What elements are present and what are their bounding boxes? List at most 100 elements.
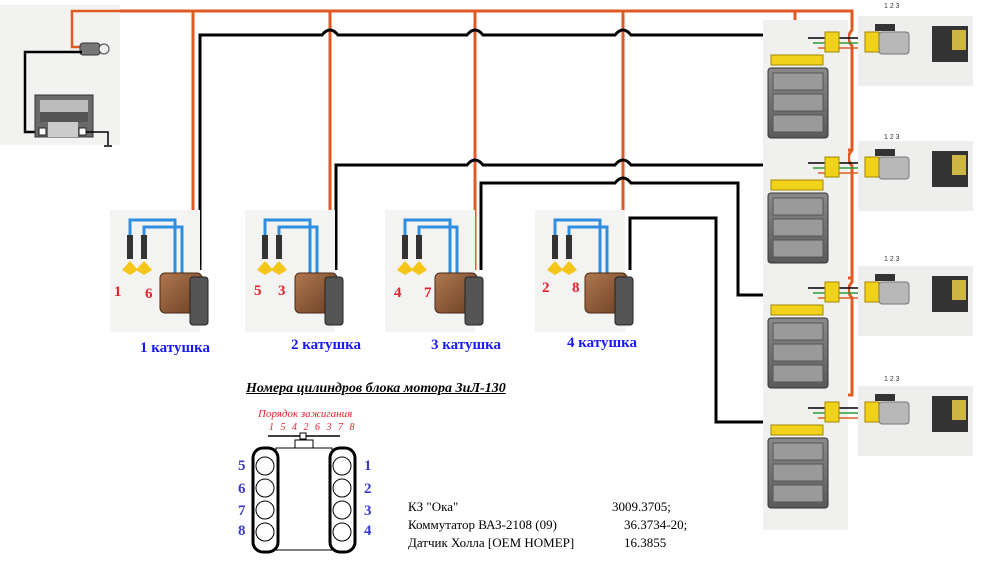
- cylinder-circles: [255, 456, 352, 542]
- part-name-switch: Коммутатор ВАЗ-2108 (09): [408, 517, 557, 532]
- engine-block-body: [275, 447, 333, 551]
- coil2-cylinder-a: 5: [254, 283, 262, 299]
- left-bank-cyl-7: 7: [238, 503, 246, 519]
- right-bank-cyl-1: 1: [364, 458, 372, 474]
- coil-connector: [614, 276, 634, 326]
- hall-pin-connector: [875, 149, 895, 156]
- ht-lead: [277, 225, 319, 277]
- right-bank-cyl-2: 2: [364, 481, 372, 497]
- hall-sensor-pins-3: 1 2 3: [884, 256, 900, 263]
- cylinder-circle: [255, 456, 275, 476]
- engine-block-title: Номера цилиндров блока мотора ЗиЛ-130: [246, 381, 506, 396]
- wire-connector: [824, 281, 840, 303]
- coil4-cylinder-b: 8: [572, 280, 580, 296]
- module-rib: [772, 322, 824, 341]
- module-rib: [772, 218, 824, 237]
- ht-lead: [403, 218, 452, 273]
- power-rail: [120, 9, 854, 420]
- left-bank-cyl-6: 6: [238, 481, 246, 497]
- coil3-signal-wire: [479, 176, 785, 297]
- hall-pin-connector: [875, 274, 895, 281]
- coil4-cylinder-a: 2: [542, 280, 550, 296]
- coil-connector: [324, 276, 344, 326]
- coil1-signal-wire: [198, 28, 787, 270]
- left-bank-cyl-5: 5: [238, 458, 246, 474]
- coil-connector: [189, 276, 209, 326]
- cylinder-circle: [332, 500, 352, 520]
- hall-connector: [864, 401, 880, 423]
- module-connector: [770, 54, 824, 66]
- coil4-signal-wire: [628, 216, 790, 424]
- ignition-coil-2: [245, 210, 344, 332]
- spark-icon: [561, 261, 577, 275]
- module-rib: [772, 364, 824, 383]
- wire-connector: [824, 156, 840, 178]
- right-bank-cyl-3: 3: [364, 503, 372, 519]
- signal-wires: [198, 28, 790, 424]
- cylinder-circle: [255, 500, 275, 520]
- module-rib: [772, 197, 824, 216]
- module-rib: [772, 93, 824, 112]
- module-group: [763, 16, 973, 530]
- hall-sensor-shutter: [952, 155, 966, 175]
- hall-sensor-pins-2: 1 2 3: [884, 134, 900, 141]
- coil2-signal-wire: [334, 158, 787, 270]
- ignition-switch-icon: [79, 42, 110, 56]
- hall-pin-connector: [875, 24, 895, 31]
- spark-icon: [411, 261, 427, 275]
- spark-icon: [136, 261, 152, 275]
- spark-plug-icon: [141, 235, 147, 259]
- battery-icon: [34, 94, 94, 138]
- coil1-cylinder-b: 6: [145, 286, 153, 302]
- left-bank-cyl-8: 8: [238, 523, 246, 539]
- module-rib: [772, 72, 824, 91]
- hall-sensor-shutter: [952, 400, 966, 420]
- switch-module-4: [763, 386, 973, 530]
- spark-plug-icon: [416, 235, 422, 259]
- switch-module-3: [763, 266, 973, 410]
- coil-label-2: 2 катушка: [291, 337, 362, 353]
- coil2-cylinder-b: 3: [278, 283, 286, 299]
- firing-order-title: Порядок зажигания: [258, 408, 353, 420]
- ht-lead: [567, 225, 609, 277]
- cylinder-circle: [255, 478, 275, 498]
- hall-sensor-pins-1: 1 2 3: [884, 3, 900, 10]
- ground-wire: [86, 131, 109, 145]
- wire-connector: [824, 31, 840, 53]
- module-rib: [772, 239, 824, 258]
- hall-pin-connector: [875, 394, 895, 401]
- spark-plug-icon: [402, 235, 408, 259]
- coil1-cylinder-a: 1: [114, 284, 122, 300]
- spark-icon: [271, 261, 287, 275]
- spark-plug-icon: [276, 235, 282, 259]
- right-bank-cyl-4: 4: [364, 523, 372, 539]
- part-number-hall-sensor: 16.3855: [624, 535, 667, 550]
- coil-label-4: 4 катушка: [567, 335, 638, 351]
- cylinder-circle: [255, 522, 275, 542]
- coil-label-1: 1 катушка: [140, 340, 211, 356]
- hall-sensor-pins-4: 1 2 3: [884, 376, 900, 383]
- fan-hub: [299, 432, 307, 440]
- ignition-coil-1: [110, 210, 209, 332]
- part-name-hall-sensor: Датчик Холла [OEM НОМЕР]: [408, 535, 575, 550]
- hall-plug: [878, 31, 910, 55]
- battery-switch-group: [0, 5, 120, 147]
- switch-module-1: [763, 16, 973, 160]
- module-rib: [772, 463, 824, 482]
- coil-label-3: 3 катушка: [431, 337, 502, 353]
- coil3-cylinder-a: 4: [394, 285, 402, 301]
- hall-plug: [878, 156, 910, 180]
- hall-plug: [878, 401, 910, 425]
- spark-icon: [122, 261, 138, 275]
- coil-group: [110, 210, 634, 332]
- spark-icon: [257, 261, 273, 275]
- spark-plug-icon: [566, 235, 572, 259]
- module-connector: [770, 424, 824, 436]
- hall-sensor-shutter: [952, 280, 966, 300]
- module-rib: [772, 343, 824, 362]
- coil-connector: [464, 276, 484, 326]
- hall-connector: [864, 281, 880, 303]
- wire-connector: [824, 401, 840, 423]
